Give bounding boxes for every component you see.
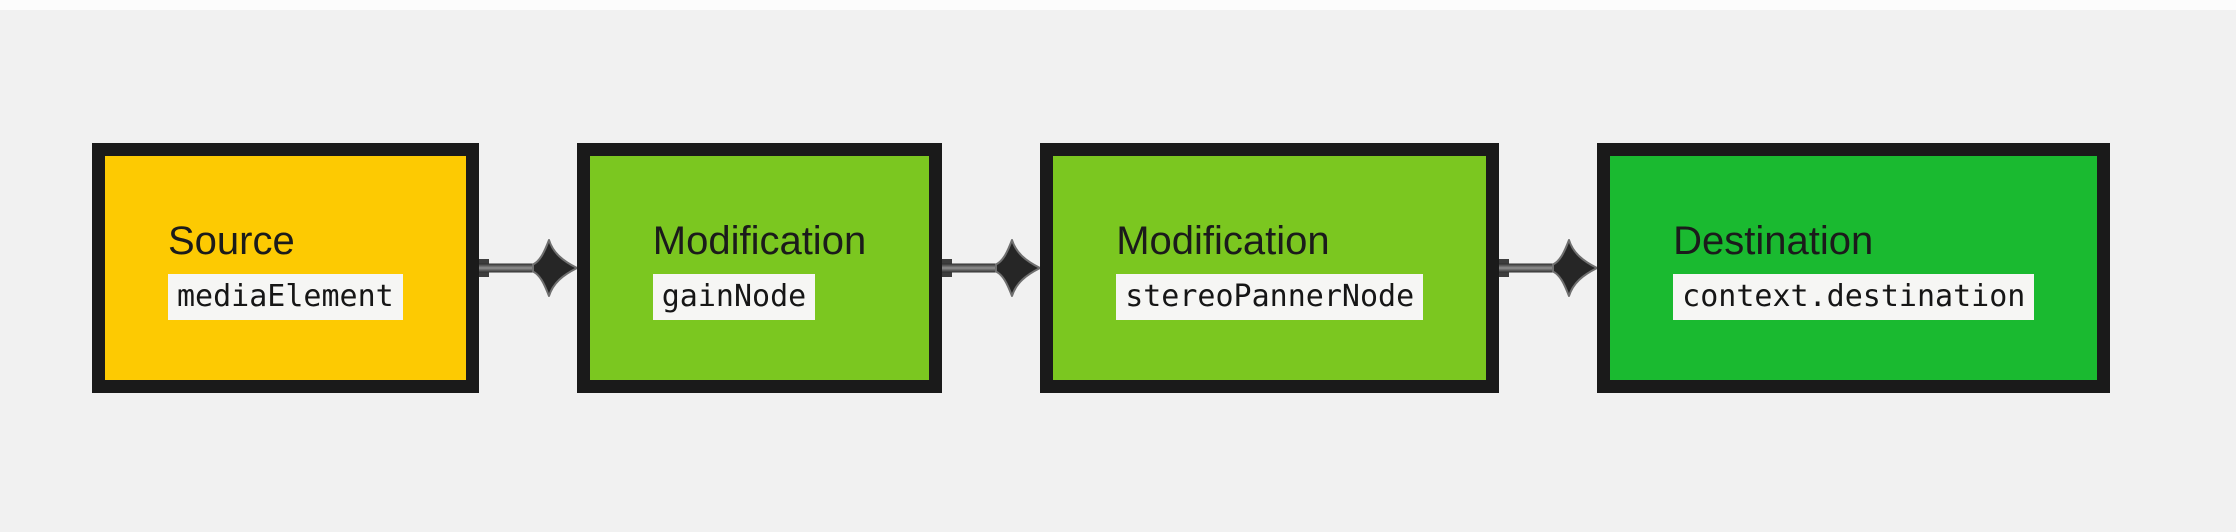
node-source: Source mediaElement xyxy=(92,143,479,393)
arrow-right-icon xyxy=(1499,239,1598,297)
node-code-chip: gainNode xyxy=(652,274,816,320)
node-code-chip: stereoPannerNode xyxy=(1116,274,1424,320)
node-code-chip: mediaElement xyxy=(168,274,403,320)
node-modification-2: Modification stereoPannerNode xyxy=(1040,143,1500,393)
node-title: Modification xyxy=(1116,219,1330,263)
node-title: Modification xyxy=(652,219,867,263)
connector-arrow xyxy=(1499,238,1598,298)
node-code-chip: context.destination xyxy=(1673,274,2035,320)
arrow-right-icon xyxy=(942,239,1041,297)
connector-arrow xyxy=(942,238,1041,298)
top-page-edge xyxy=(0,0,2236,10)
node-title: Source xyxy=(168,219,295,263)
audio-graph-diagram: Source mediaElement Modification gainNod… xyxy=(92,143,2111,393)
node-destination: Destination context.destination xyxy=(1597,143,2111,393)
node-title: Destination xyxy=(1673,219,1874,263)
arrow-right-icon xyxy=(478,239,577,297)
node-modification-1: Modification gainNode xyxy=(576,143,943,393)
connector-arrow xyxy=(478,238,577,298)
